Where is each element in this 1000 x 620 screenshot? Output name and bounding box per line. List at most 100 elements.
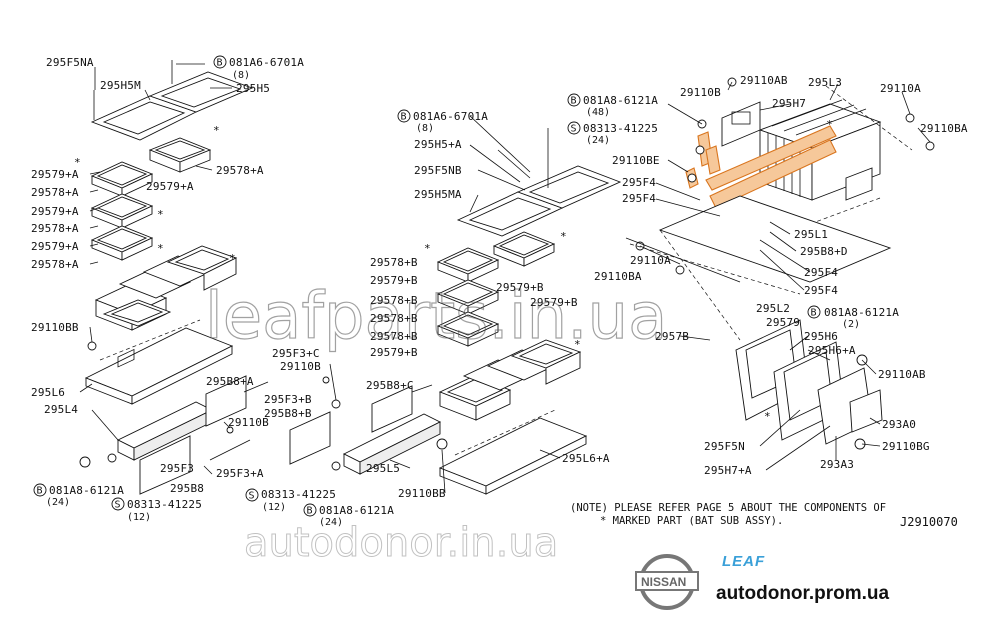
part-label: 29579+A [31, 240, 79, 253]
part-label: 295H5+A [414, 138, 462, 151]
star-marker: * [157, 242, 164, 255]
part-label: 295L6 [31, 386, 65, 399]
bolt-marker: B [401, 112, 407, 123]
part-label: 08313-41225 [261, 488, 336, 501]
part-label: 295F5N [704, 440, 745, 453]
part-label: 29578+A [31, 186, 79, 199]
star-marker: * [574, 338, 581, 351]
watermark-secondary: autodonor.in.ua [244, 520, 558, 566]
part-label: 29110A [880, 82, 921, 95]
part-label: 29110B [228, 416, 269, 429]
screw-marker: S [571, 124, 577, 135]
part-label: 295F3 [160, 462, 194, 475]
part-label: 295F4 [622, 176, 656, 189]
part-label: 295B8+C [366, 379, 414, 392]
part-label: 081A8-6121A [319, 504, 394, 517]
part-label: 29579+B [370, 346, 418, 359]
part-label: 081A6-6701A [229, 56, 304, 69]
note-line-1: (NOTE) PLEASE REFER PAGE 5 ABOUT THE COM… [570, 502, 886, 514]
part-qty: (12) [262, 502, 286, 513]
part-label: 29110AB [740, 74, 788, 87]
part-qty: (24) [586, 135, 610, 146]
part-label: 29110BB [398, 487, 446, 500]
star-marker: * [74, 156, 81, 169]
part-label: 29110A [630, 254, 671, 267]
part-label: 29110B [680, 86, 721, 99]
part-qty: (2) [842, 319, 860, 330]
part-label: 295F5NA [46, 56, 94, 69]
star-marker: * [424, 242, 431, 255]
part-label: 295H6 [804, 330, 838, 343]
star-marker: * [764, 410, 771, 423]
part-label: 295B8+A [206, 375, 254, 388]
right-stack-group [625, 77, 935, 450]
part-label: 29579+A [31, 205, 79, 218]
part-label: 295F4 [804, 284, 838, 297]
part-label: 081A8-6121A [583, 94, 658, 107]
part-label: 29110BE [612, 154, 660, 167]
star-marker: * [560, 230, 567, 243]
note-line-2: * MARKED PART (BAT SUB ASSY). [600, 515, 783, 527]
part-label: 295F4 [804, 266, 838, 279]
screw-marker: S [249, 491, 255, 502]
circle-markers: B B S B S B B S B [33, 55, 821, 517]
part-label: 295F3+A [216, 467, 264, 480]
nissan-logo: NISSAN [635, 554, 699, 610]
part-label: 29110B [280, 360, 321, 373]
part-label: 29578+B [370, 294, 418, 307]
bolt-marker: B [217, 58, 223, 69]
part-qty: (48) [586, 107, 610, 118]
star-marker: * [826, 118, 833, 131]
part-label: 295L1 [794, 228, 828, 241]
part-label: 293A0 [882, 418, 916, 431]
diagram-code: J2910070 [900, 515, 958, 529]
part-label: 081A8-6121A [824, 306, 899, 319]
part-label: 293A3 [820, 458, 854, 471]
part-label: 295L6+A [562, 452, 610, 465]
part-label: 2957B [655, 330, 689, 343]
part-label: 29578+B [370, 312, 418, 325]
part-label: 295H5 [236, 82, 270, 95]
part-label: 081A8-6121A [49, 484, 124, 497]
busbar-295b8 [139, 435, 191, 495]
part-qty: (12) [127, 512, 151, 523]
part-qty: (24) [46, 497, 70, 508]
unit-293a0 [849, 389, 883, 433]
star-marker: * [213, 124, 220, 137]
part-label: 295B8 [170, 482, 204, 495]
site-label: autodonor.prom.ua [716, 583, 890, 604]
part-label: 295L3 [808, 76, 842, 89]
part-label: 08313-41225 [583, 122, 658, 135]
part-label: 295H5MA [414, 188, 462, 201]
part-label: 295L5 [366, 462, 400, 475]
busbar-295b8c [371, 385, 413, 433]
part-label: 29578+B [370, 330, 418, 343]
star-marker: * [157, 208, 164, 221]
part-qty: (24) [319, 517, 343, 528]
part-label: 295L4 [44, 403, 78, 416]
part-label: 295F4 [622, 192, 656, 205]
part-label: 29110BG [882, 440, 930, 453]
part-label: 29579 [766, 316, 800, 329]
part-label: 295H5M [100, 79, 141, 92]
part-label: 29578+A [31, 258, 79, 271]
bolt-marker: B [307, 506, 313, 517]
part-label: 29578+A [31, 222, 79, 235]
bolt-marker: B [37, 486, 43, 497]
part-qty: (8) [416, 123, 434, 134]
leaf-model-label: LEAF [722, 553, 765, 570]
middle-stack-group [289, 128, 622, 495]
bolt-marker: B [571, 96, 577, 107]
part-label: 29579+B [496, 281, 544, 294]
part-label: 29579+B [530, 296, 578, 309]
part-label: 295B8+B [264, 407, 312, 420]
part-label: 29110AB [878, 368, 926, 381]
part-label: 29110BA [920, 122, 968, 135]
busbar-295b8b [289, 411, 331, 465]
part-label: 29579+A [146, 180, 194, 193]
part-label: 295F5NB [414, 164, 462, 177]
star-markers: * * * * * * * * * * [74, 118, 833, 423]
part-labels: 295F5NA 081A6-6701A (8) 295H5M 295H5 295… [31, 56, 968, 528]
part-label: 081A6-6701A [413, 110, 488, 123]
